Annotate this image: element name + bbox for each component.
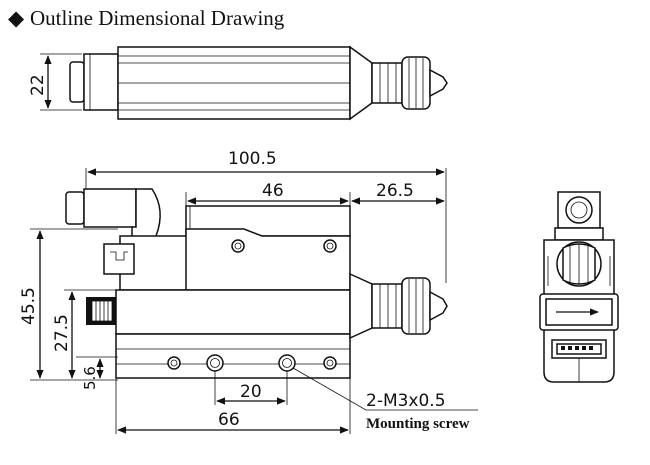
dim-screw-pitch: 20 bbox=[240, 382, 262, 402]
end-view bbox=[539, 191, 619, 383]
side-view: 100.5 46 26.5 bbox=[19, 149, 478, 434]
dim-base-length: 66 bbox=[218, 410, 240, 430]
top-view: 22 bbox=[28, 45, 448, 121]
title-marker: ◆ bbox=[8, 6, 25, 30]
page-title: Outline Dimensional Drawing bbox=[30, 6, 285, 30]
dim-screw-offset: 5.6 bbox=[81, 366, 99, 390]
dim-tip-length: 26.5 bbox=[376, 181, 414, 201]
callout-thread: 2-M3x0.5 bbox=[366, 391, 446, 411]
dim-total-height: 45.5 bbox=[19, 287, 39, 325]
dim-body-height: 27.5 bbox=[52, 314, 72, 352]
dim-overall-length: 100.5 bbox=[228, 149, 277, 169]
dim-upper-span: 46 bbox=[262, 181, 284, 201]
dim-top-height: 22 bbox=[28, 74, 48, 96]
callout-mounting-screw: Mounting screw bbox=[366, 416, 470, 432]
